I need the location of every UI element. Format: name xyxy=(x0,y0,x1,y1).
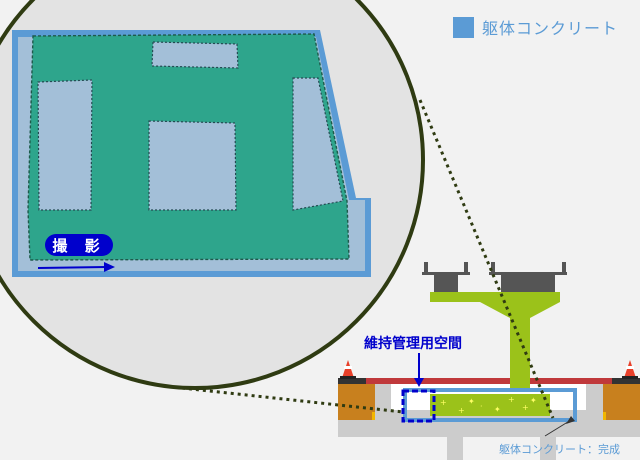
magnified-view xyxy=(0,0,423,388)
maintenance-space-marker xyxy=(401,389,436,423)
completion-leader xyxy=(544,419,572,437)
inspection-patch xyxy=(37,79,93,211)
magnifier-guide-line xyxy=(181,386,404,414)
inspection-patches xyxy=(37,41,344,211)
box-wall-right xyxy=(586,384,603,410)
svg-text:✦: ✦ xyxy=(530,396,537,405)
traffic-cone xyxy=(340,360,356,379)
soil-left xyxy=(338,384,375,420)
curb-left xyxy=(338,378,366,384)
inspection-patch xyxy=(148,120,237,211)
inspection-patch xyxy=(151,41,239,69)
inspection-patch xyxy=(292,77,344,211)
svg-text:+: + xyxy=(508,395,515,404)
concrete-frame xyxy=(403,388,577,422)
completion-label: 躯体コンクリート：完成 xyxy=(499,443,620,456)
svg-text:✦: ✦ xyxy=(468,397,475,406)
foundation-pile xyxy=(447,437,463,460)
deck-slab xyxy=(366,378,612,384)
shooting-direction-arrow xyxy=(37,266,107,269)
legend-swatch xyxy=(453,16,474,38)
shooting-direction-arrowhead xyxy=(104,262,115,272)
legend: 躯体コンクリート xyxy=(453,15,618,39)
shooting-badge: 撮 影 xyxy=(45,234,113,256)
traffic-cone xyxy=(622,360,638,379)
magnifier-circle xyxy=(0,0,425,390)
foundation-slab xyxy=(338,420,640,437)
foundation-pile xyxy=(540,437,556,460)
maintenance-space-arrowhead xyxy=(414,378,424,387)
bridge-bearing xyxy=(422,262,470,292)
magnifier-guide-line xyxy=(418,99,555,419)
bridge-bearing xyxy=(489,262,567,292)
soil-right xyxy=(603,384,640,420)
curb-right xyxy=(612,378,640,384)
svg-text:✦: ✦ xyxy=(494,405,501,414)
cross-section: +✦ ✦+ +✦ +· xyxy=(338,262,640,460)
maintenance-space-label: 維持管理用空間 xyxy=(364,336,462,352)
svg-text:+: + xyxy=(440,398,447,407)
sparkle-marks: +✦ ✦+ +✦ +· xyxy=(440,395,537,415)
green-concrete-fill xyxy=(430,394,550,416)
svg-text:+: + xyxy=(522,403,529,412)
legend-label: 躯体コンクリート xyxy=(482,19,619,38)
box-wall-left xyxy=(375,384,391,410)
svg-text:+: + xyxy=(458,406,465,415)
svg-text:·: · xyxy=(480,402,483,411)
pier-column xyxy=(430,292,560,390)
completion-leader-head xyxy=(566,416,575,424)
